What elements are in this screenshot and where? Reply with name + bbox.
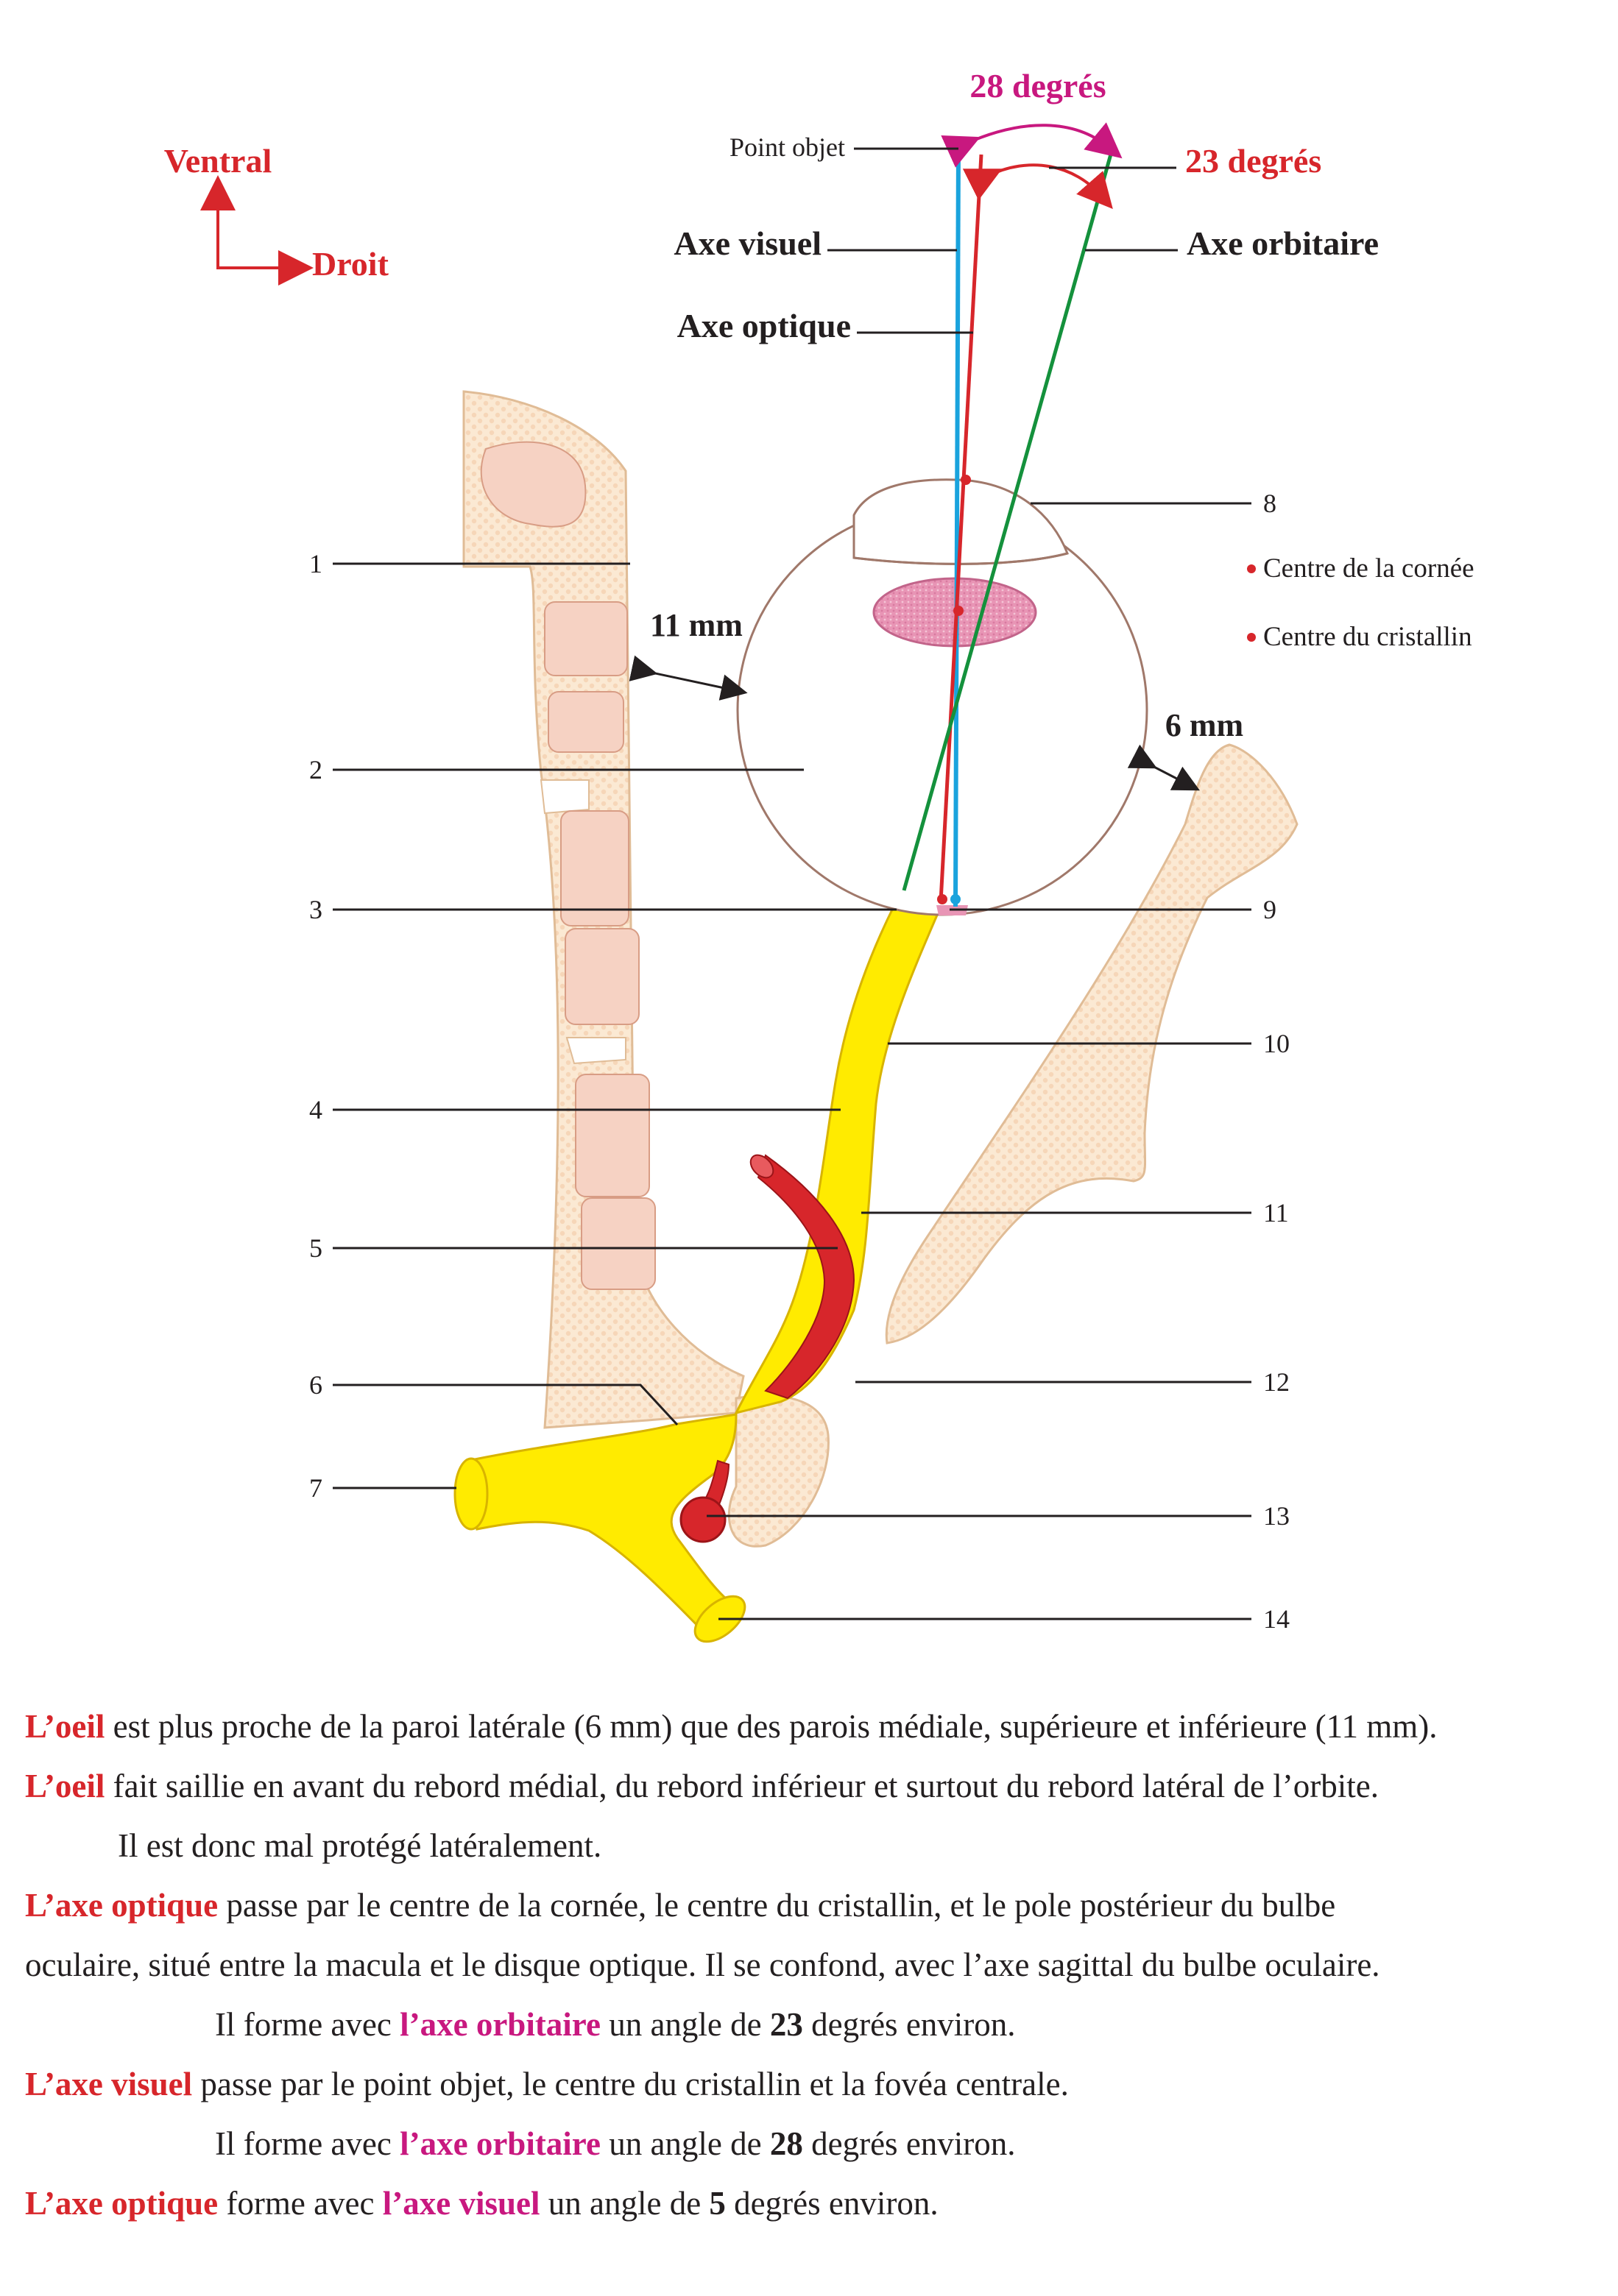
axes [902,144,1114,907]
legend-cornea-label: Centre de la cornée [1263,553,1474,584]
callout-9: 9 [1263,895,1276,924]
angle-23-label: 23 degrés [1185,142,1321,180]
callout-6: 6 [309,1370,322,1400]
callout-13: 13 [1263,1501,1290,1531]
callout-lines [333,502,1251,1620]
distance-6mm: 6 mm [1127,707,1243,791]
text-line-1: L’oeil est plus proche de la paroi latér… [25,1708,1438,1745]
medial-wall-notch [565,1037,626,1065]
sinus-cell [575,1074,650,1197]
sinus-cell [480,441,587,528]
sinus-cell [544,601,628,676]
internal-carotid [679,1496,727,1543]
optical-axis-line [939,154,983,902]
axe-optique-label: Axe optique [677,307,851,344]
angle-28: 28 degrés [941,67,1123,168]
angle-28-label: 28 degrés [969,67,1106,104]
callout-2: 2 [309,755,322,784]
orbit-diagram: Ventral Droit [164,67,1474,1643]
optic-chiasm [453,1413,746,1643]
text-line-2: L’oeil fait saillie en avant du rebord m… [25,1768,1379,1804]
legend-lens-label: Centre du cristallin [1263,622,1472,652]
explanation-text: L’oeil est plus proche de la paroi latér… [25,1697,1608,2233]
axe-orbitaire-label: Axe orbitaire [1187,224,1379,262]
callout-5: 5 [309,1233,322,1263]
callout-14: 14 [1263,1604,1290,1634]
droit-label: Droit [312,245,389,283]
legend: Centre de la cornée Centre du cristallin [1247,553,1474,652]
chiasm-cut-left [453,1457,489,1531]
point-objet-label: Point objet [729,132,845,162]
orientation-indicator: Ventral Droit [164,142,389,286]
callout-11: 11 [1263,1198,1289,1227]
ophthalmic-artery [679,1154,855,1543]
ventral-label: Ventral [164,142,272,180]
text-line-4: L’axe optique passe par le centre de la … [25,1887,1336,1924]
optic-nerve [734,904,943,1415]
angle-23: 23 degrés [962,142,1321,210]
callout-1: 1 [309,549,322,578]
legend-dot-lens [1247,633,1256,642]
callout-12: 12 [1263,1367,1290,1397]
sphenoid-bone [727,1395,830,1548]
text-line-9: L’axe optique forme avec l’axe visuel un… [25,2185,939,2222]
callout-7: 7 [309,1473,322,1503]
callout-10: 10 [1263,1029,1290,1058]
callout-numbers: 1 2 3 4 5 6 7 8 9 10 11 12 13 14 [309,489,1290,1634]
text-line-5: oculaire, situé entre la macula et le di… [25,1946,1380,1983]
distance-6mm-label: 6 mm [1165,707,1243,743]
medial-wall-notch [540,779,590,815]
visual-pole-dot [950,894,961,904]
optic-pole-dot [937,894,947,904]
axis-labels: Point objet Axe visuel Axe optique Axe o… [674,132,1379,344]
text-line-3: Il est donc mal protégé latéralement. [118,1827,602,1864]
callout-3: 3 [309,895,322,924]
callout-8: 8 [1263,489,1276,518]
axe-visuel-label: Axe visuel [674,224,822,262]
lens-center-dot [953,606,964,616]
visual-axis-line [953,146,961,907]
callout-4: 4 [309,1095,322,1124]
cornea-center-dot [961,475,971,485]
text-line-7: L’axe visuel passe par le point objet, l… [25,2066,1069,2102]
sinus-cell [581,1197,656,1290]
sinus-cell [560,810,629,926]
artery-cut [749,1154,774,1179]
legend-dot-cornea [1247,564,1256,573]
distance-11mm: 11 mm [629,607,748,701]
cornea-base [853,552,1068,565]
text-line-8: Il forme avec l’axe orbitaire un angle d… [215,2125,1016,2162]
text-line-6: Il forme avec l’axe orbitaire un angle d… [215,2006,1016,2043]
orbital-axis-line [902,151,1114,891]
sinus-cell [565,928,640,1025]
sinus-cell [548,691,624,753]
distance-11mm-label: 11 mm [650,607,743,643]
